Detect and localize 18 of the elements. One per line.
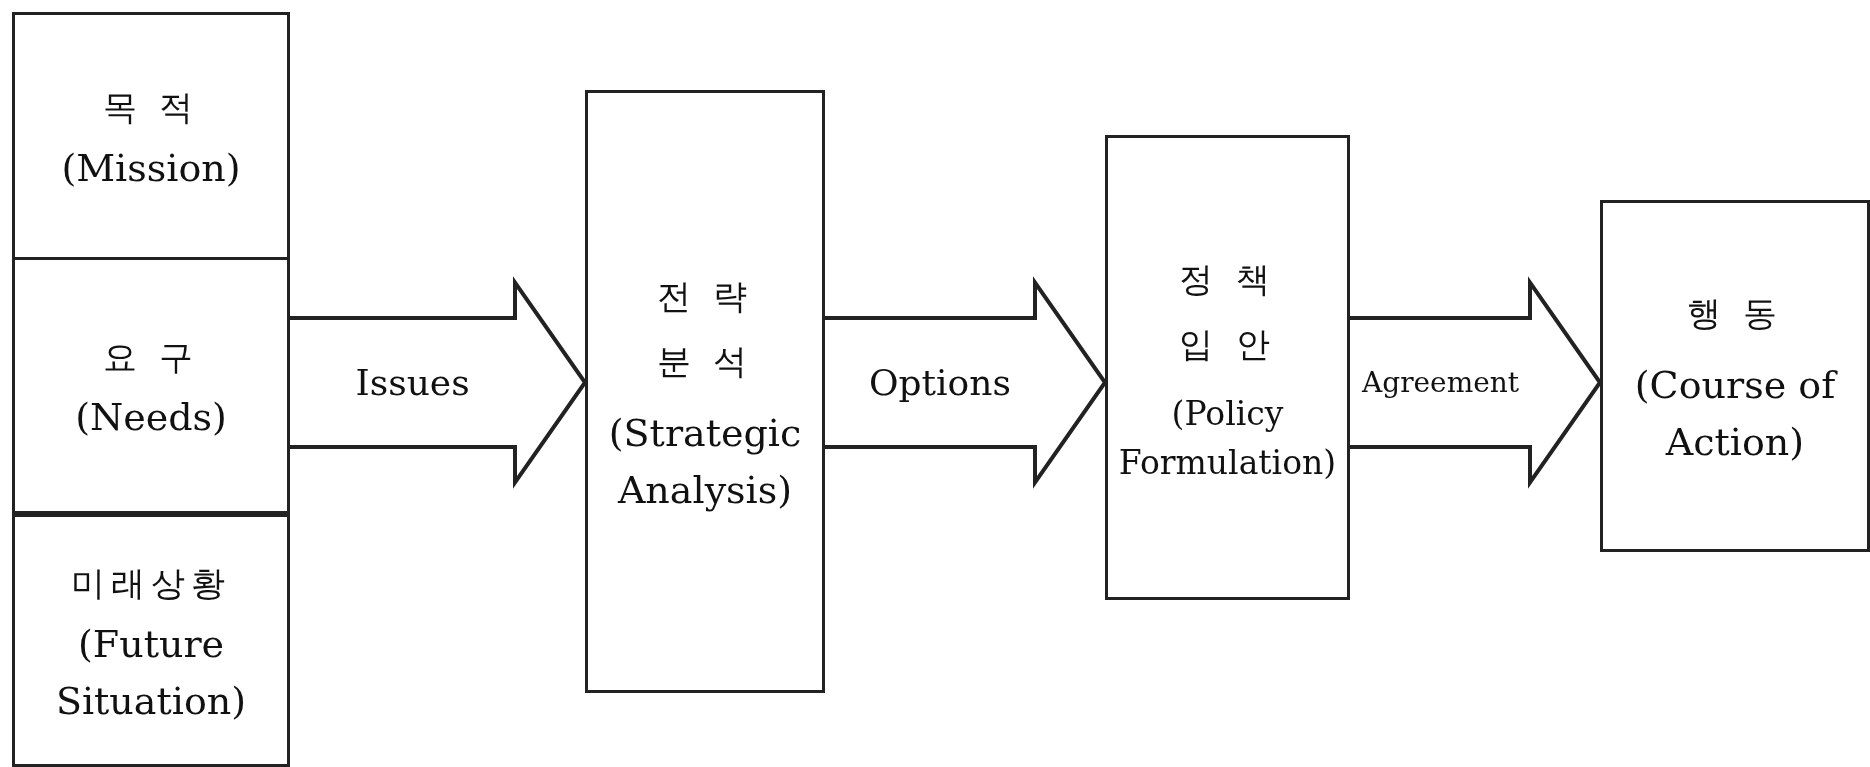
- box-label: (Mission): [61, 144, 241, 192]
- box-label: 목 적: [102, 86, 200, 130]
- box-label: (Future Situation): [54, 620, 248, 725]
- table-cell: [12, 12, 290, 260]
- box-label: 미래상황: [71, 562, 231, 606]
- process-box: [1105, 135, 1350, 600]
- box-label: 행 동: [1686, 291, 1784, 335]
- process-box: [585, 90, 825, 693]
- process-box: [1600, 200, 1870, 552]
- box-label: (Strategic Analysis): [607, 410, 803, 515]
- table-cell: [12, 514, 290, 767]
- box-label: (Needs): [75, 394, 227, 442]
- box-label: (Policy Formulation): [1117, 392, 1338, 485]
- table-cell: [12, 257, 290, 514]
- box-label: 전 략 분 석: [655, 274, 755, 383]
- box-label: (Course of Action): [1633, 362, 1839, 467]
- box-label: 정 책 입 안: [1178, 258, 1277, 366]
- box-label: 요 구: [102, 335, 200, 379]
